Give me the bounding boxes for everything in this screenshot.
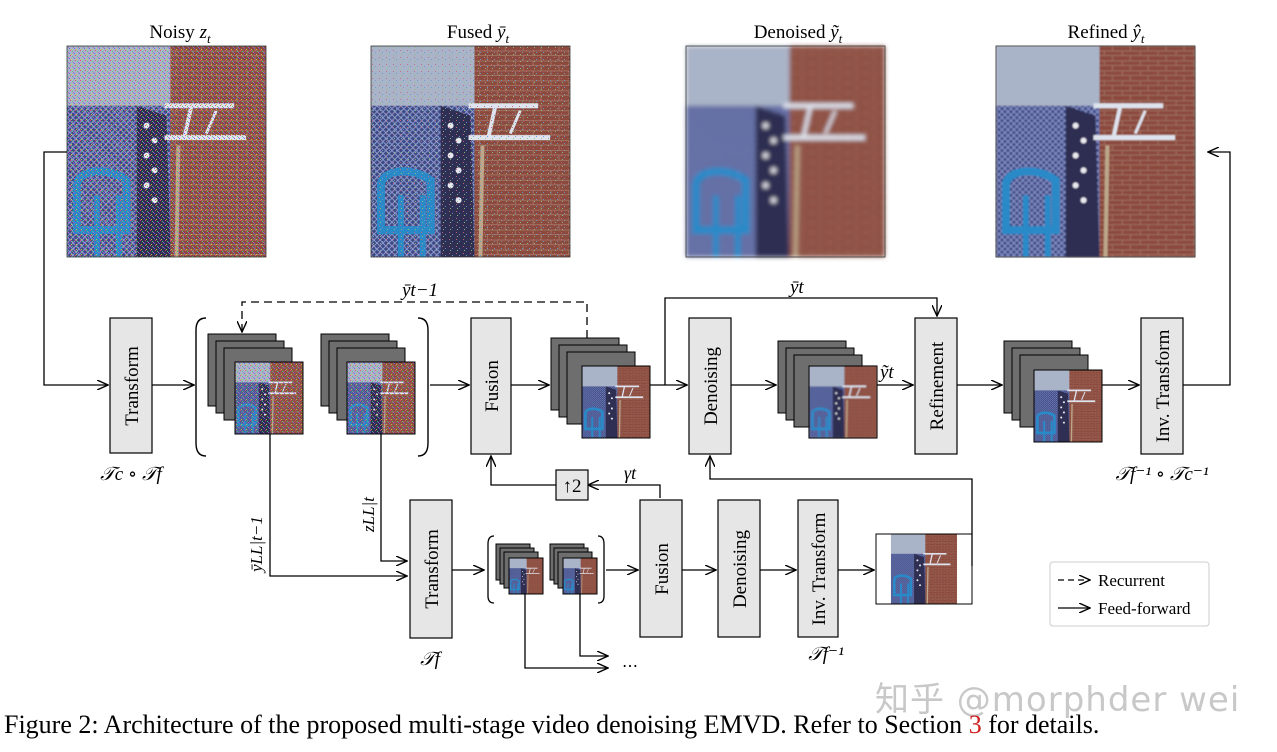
image-small-output [875, 533, 973, 605]
caption-suffix: for details. [981, 710, 1100, 739]
label-fused: Fused ȳt [447, 22, 510, 46]
block-inv-transform-top: Inv. Transform [1140, 317, 1184, 455]
image-noisy [66, 45, 267, 258]
svg-text:Feed-forward: Feed-forward [1098, 599, 1191, 618]
svg-text:↑2: ↑2 [563, 476, 582, 497]
figure-caption: Figure 2: Architecture of the proposed m… [4, 710, 1277, 740]
label-ellipsis: … [622, 652, 638, 671]
svg-text:Denoising: Denoising [701, 346, 722, 425]
svg-text:Transform: Transform [422, 529, 443, 609]
stack-denoised [777, 340, 878, 439]
label-noisy: Noisy zt [149, 22, 211, 46]
block-upsample: ↑2 [555, 469, 589, 501]
section-ref-link[interactable]: 3 [968, 710, 982, 739]
watermark: 知乎 @morphder wei [875, 680, 1241, 720]
block-transform-bottom: Transform [409, 499, 453, 639]
label-fused-feed: ȳt [788, 277, 804, 298]
label-inv-transform-top-math: 𝒯f⁻¹ ∘ 𝒯c⁻¹ [1115, 464, 1208, 485]
svg-text:Fusion: Fusion [482, 360, 503, 412]
svg-text:Refinement: Refinement [927, 341, 948, 430]
architecture-diagram: Noisy zt Fused ȳt Denoised ỹt Refined ŷt… [43, 22, 1231, 705]
svg-text:Fusion: Fusion [652, 543, 673, 595]
bracket-small-inputs [487, 535, 605, 604]
image-fused [370, 45, 571, 258]
label-transform-top-math: 𝒯c ∘ 𝒯f [100, 464, 164, 485]
label-ll-prev: ȳLL|t−1 [247, 516, 266, 574]
block-denoising-bottom: Denoising [717, 499, 761, 638]
label-refined: Refined ŷt [1068, 22, 1145, 46]
block-transform-top: Transform [109, 317, 153, 454]
block-fusion-bottom: Fusion [639, 499, 683, 638]
stack-small-cur [549, 543, 598, 595]
stack-fused [550, 337, 651, 439]
block-denoising-top: Denoising [688, 317, 732, 455]
stack-noisy-prev [207, 333, 304, 435]
svg-text:Transform: Transform [122, 346, 143, 426]
label-recurrent-ybar: ȳt−1 [400, 280, 438, 301]
legend: Recurrent Feed-forward [1049, 561, 1210, 627]
image-refined [995, 45, 1196, 258]
label-transform-bottom-math: 𝒯f [420, 649, 443, 670]
label-inv-transform-bottom-math: 𝒯f⁻¹ [808, 644, 844, 665]
svg-text:Denoising: Denoising [730, 529, 751, 608]
svg-text:Inv. Transform: Inv. Transform [809, 512, 830, 625]
legend-recurrent: Recurrent [1058, 571, 1165, 590]
connectors-top [43, 152, 1231, 385]
legend-feedforward: Feed-forward [1058, 599, 1191, 618]
bracket-inputs [195, 317, 429, 457]
label-denoised-feed: ỹt [878, 362, 894, 383]
block-inv-transform-bottom: Inv. Transform [797, 499, 839, 638]
image-denoised [685, 45, 886, 258]
stack-small-prev [495, 543, 544, 595]
svg-text:Recurrent: Recurrent [1098, 571, 1165, 590]
caption-prefix: Figure 2: Architecture of the proposed m… [4, 710, 969, 739]
label-denoised: Denoised ỹt [754, 22, 843, 46]
label-gamma: γt [624, 463, 637, 483]
svg-text:Inv. Transform: Inv. Transform [1153, 329, 1174, 442]
block-refinement: Refinement [914, 317, 958, 455]
label-ll-cur: zLL|t [359, 496, 378, 533]
block-fusion-top: Fusion [470, 317, 512, 455]
stack-noisy-cur [320, 333, 416, 435]
stack-refined [1003, 340, 1103, 443]
connectors-bottom [269, 434, 973, 668]
